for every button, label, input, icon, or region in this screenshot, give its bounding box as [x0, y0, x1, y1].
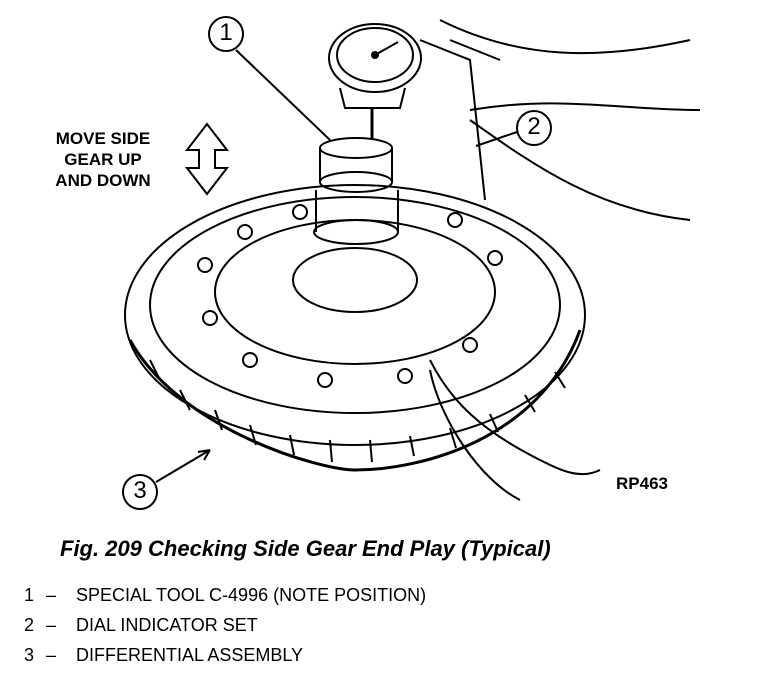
differential-line-drawing: [122, 16, 701, 510]
callout-2-circle: [516, 110, 552, 146]
callout-2-leader: [475, 131, 518, 147]
figure-caption: Fig. 209 Checking Side Gear End Play (Ty…: [60, 536, 551, 561]
legend-item: 1 – SPECIAL TOOL C-4996 (NOTE POSITION): [24, 585, 427, 605]
callout-3-number: 3: [133, 477, 147, 504]
callout-3-leader: [155, 449, 211, 483]
callout-1-number: 1: [219, 19, 233, 46]
callout-3-circle: [122, 474, 158, 510]
figure-ref-code: RP463: [616, 474, 668, 493]
illustration: 1 2 3 MOVE SIDE GEAR UP AND DOWN RP463: [55, 16, 701, 510]
dial-indicator-icon: [328, 23, 501, 201]
callout-1-leader: [235, 49, 331, 141]
callout-3-arrowhead: [197, 449, 211, 461]
legend-item: 3 – DIFFERENTIAL ASSEMBLY: [24, 645, 304, 665]
move-side-gear-label: MOVE SIDE GEAR UP AND DOWN: [55, 129, 151, 190]
ring-gear-icon: [124, 184, 586, 472]
right-hand-icon: [439, 19, 701, 221]
callout-1-circle: [208, 16, 244, 52]
legend: 1 – SPECIAL TOOL C-4996 (NOTE POSITION) …: [24, 580, 426, 670]
special-tool-icon: [313, 137, 399, 245]
lower-hand-icon: [429, 359, 601, 501]
legend-item: 2 – DIAL INDICATOR SET: [24, 615, 258, 635]
callout-2-number: 2: [527, 113, 541, 140]
up-down-arrow-icon: [184, 122, 230, 196]
